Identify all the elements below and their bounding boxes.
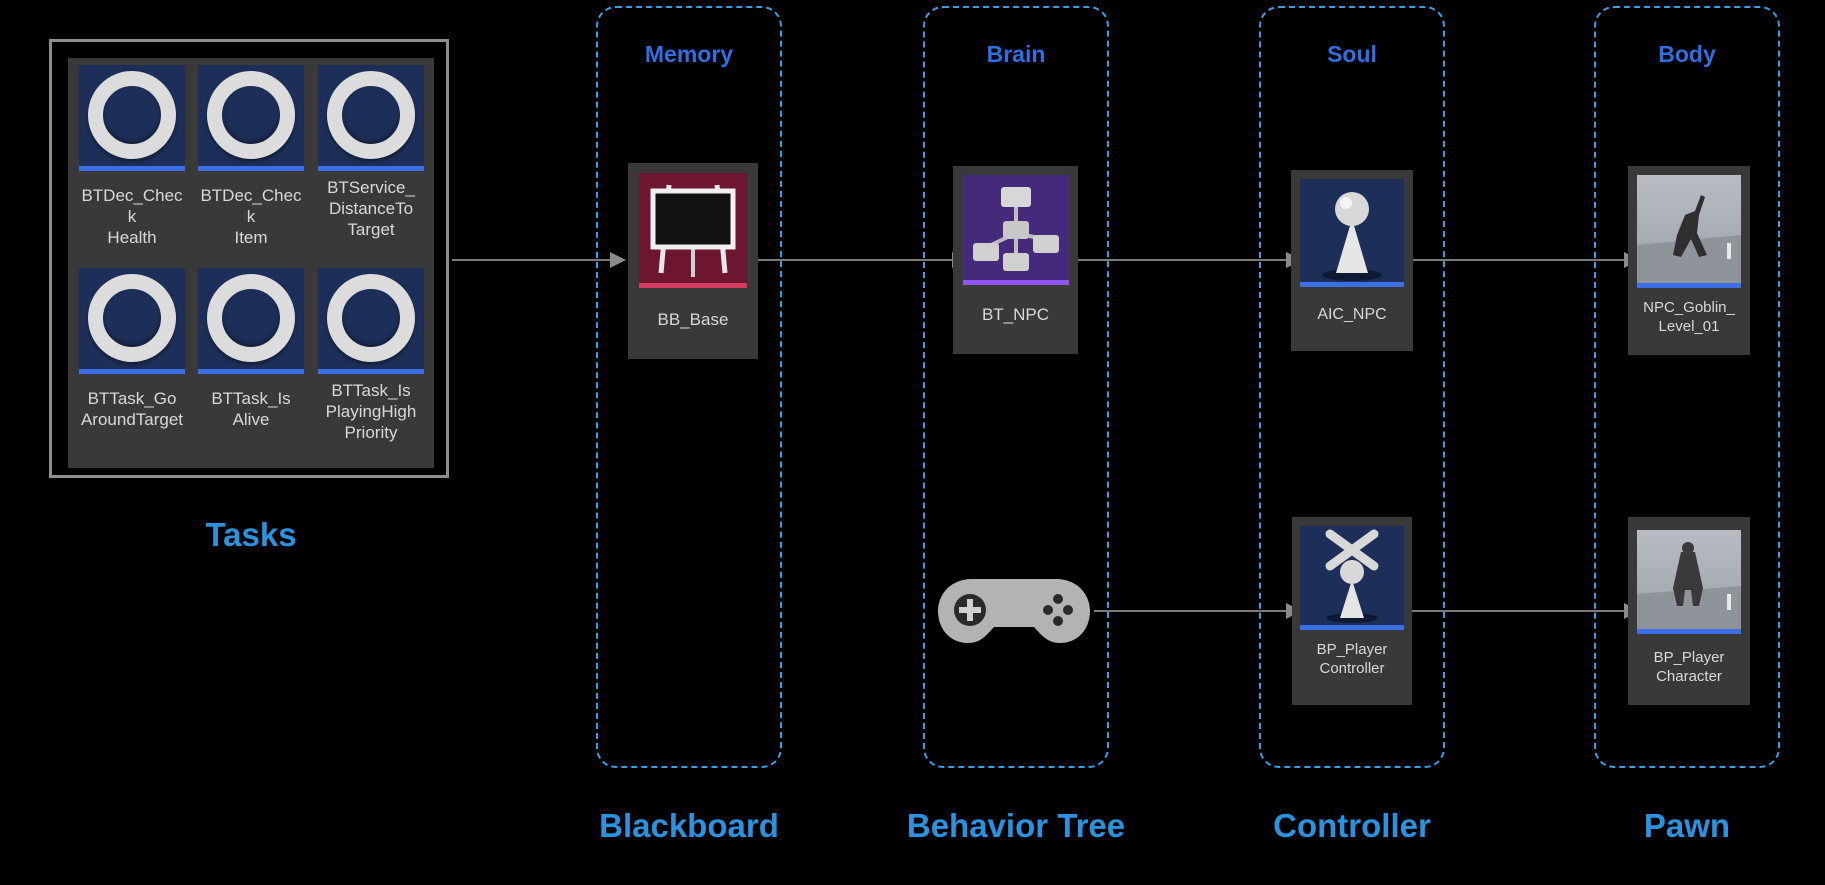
column-brain xyxy=(923,6,1109,768)
task-tile-bttask-is-playing-high-priority[interactable]: BTTask_Is PlayingHigh Priority xyxy=(318,268,424,443)
gamepad-icon xyxy=(938,577,1090,645)
arrow-gamepad-to-player-controller xyxy=(1094,610,1288,612)
ring-icon xyxy=(318,65,424,171)
arrow-tasks-to-blackboard xyxy=(452,259,612,261)
task-label: BTTask_Is Alive xyxy=(211,389,291,429)
task-label: BTDec_Check Health xyxy=(81,186,183,247)
asset-label: AIC_NPC xyxy=(1317,306,1387,323)
task-tile-btdec-check-health[interactable]: BTDec_Check Health xyxy=(79,65,185,248)
caption-blackboard: Blackboard xyxy=(599,807,779,844)
task-tile-bttask-go-around-target[interactable]: BTTask_Go AroundTarget xyxy=(79,268,185,430)
column-soul xyxy=(1259,6,1445,768)
asset-label: NPC_Goblin_ Level_01 xyxy=(1643,299,1735,335)
asset-label: BB_Base xyxy=(657,310,729,329)
tasks-caption: Tasks xyxy=(205,516,297,553)
arrow-player-controller-to-character xyxy=(1412,610,1626,612)
arrow-bt-to-controller xyxy=(1078,259,1288,261)
character-mesh-icon xyxy=(1637,175,1741,288)
asset-card-npc-goblin[interactable]: NPC_Goblin_ Level_01 xyxy=(1628,166,1750,355)
ring-icon xyxy=(198,268,304,374)
column-title-soul: Soul xyxy=(1327,41,1377,67)
column-body xyxy=(1594,6,1780,768)
task-label: BTTask_Go AroundTarget xyxy=(80,389,184,429)
asset-card-bp-player-controller[interactable]: BP_Player Controller xyxy=(1292,517,1412,705)
task-tile-btservice-distance[interactable]: BTService_ DistanceTo Target xyxy=(318,65,424,240)
tasks-frame xyxy=(49,39,449,478)
arrow-head xyxy=(610,252,626,268)
column-memory xyxy=(596,6,782,768)
arrow-blackboard-to-bt xyxy=(758,259,954,261)
asset-card-bb-base[interactable]: BB_Base xyxy=(628,163,758,359)
task-label: BTTask_Is PlayingHigh Priority xyxy=(325,381,417,442)
player-controller-icon xyxy=(1300,526,1404,630)
ring-icon xyxy=(79,65,185,171)
caption-pawn: Pawn xyxy=(1643,807,1731,844)
ring-icon xyxy=(198,65,304,171)
caption-behavior-tree: Behavior Tree xyxy=(906,807,1126,844)
ring-icon xyxy=(318,268,424,374)
asset-label: BP_Player Controller xyxy=(1316,641,1388,677)
column-title-body: Body xyxy=(1658,41,1716,67)
controller-pawn-icon xyxy=(1300,179,1404,287)
ring-icon xyxy=(79,268,185,374)
task-label: BTService_ DistanceTo Target xyxy=(327,178,415,239)
asset-card-aic-npc[interactable]: AIC_NPC xyxy=(1291,170,1413,351)
asset-label: BT_NPC xyxy=(981,305,1050,324)
asset-card-bt-npc[interactable]: BT_NPC xyxy=(953,166,1078,354)
asset-label: BP_Player Character xyxy=(1653,649,1725,685)
task-tile-bttask-is-alive[interactable]: BTTask_Is Alive xyxy=(198,268,304,430)
task-label: BTDec_Check Item xyxy=(200,186,302,247)
column-title-brain: Brain xyxy=(986,41,1046,67)
task-tile-btdec-check-item[interactable]: BTDec_Check Item xyxy=(198,65,304,248)
tree-hierarchy-icon xyxy=(962,175,1069,285)
character-mesh-icon xyxy=(1637,530,1741,634)
asset-card-bp-player-character[interactable]: BP_Player Character xyxy=(1628,517,1750,705)
arrow-controller-to-pawn xyxy=(1412,259,1626,261)
caption-controller: Controller xyxy=(1273,807,1431,844)
column-title-memory: Memory xyxy=(644,41,734,67)
chalkboard-icon xyxy=(639,173,747,288)
